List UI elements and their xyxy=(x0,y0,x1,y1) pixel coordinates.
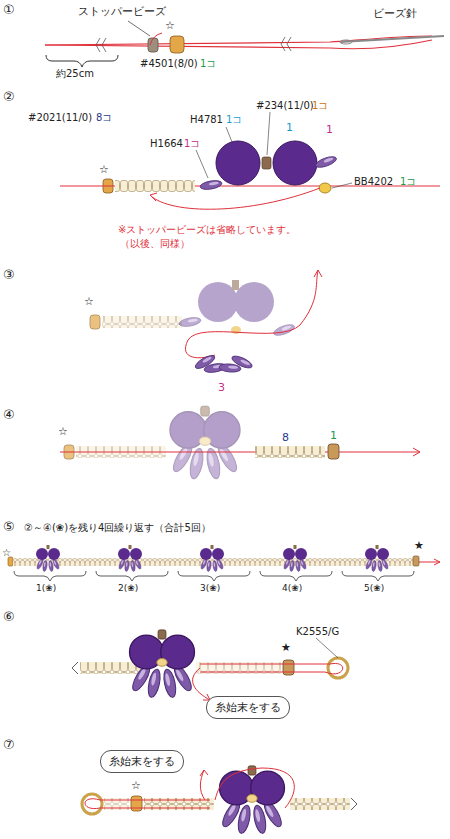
part-label: 1コ xyxy=(200,58,216,70)
part-label: 8 xyxy=(282,432,289,445)
part-label: ☆ xyxy=(131,780,141,793)
part-label: #2021(11/0) xyxy=(28,112,92,124)
part-label: ビーズ針 xyxy=(373,8,417,21)
part-label: 1 xyxy=(326,124,333,137)
part-label: 1コ xyxy=(184,138,200,150)
step-number: ② xyxy=(3,90,15,105)
part-label: #4501(8/0) xyxy=(140,58,198,70)
part-label: 1 xyxy=(286,122,293,135)
part-label: （以後、同様） xyxy=(120,238,190,250)
part-label: 1コ xyxy=(226,114,242,126)
part-label: 4(❀) xyxy=(282,583,302,593)
callout-bubble: 糸始末をする xyxy=(206,696,290,719)
callout-text: 糸始末をする xyxy=(109,754,175,769)
part-label: 1 xyxy=(330,430,337,443)
part-label: ※ストッパービーズは省略しています。 xyxy=(118,224,296,236)
part-label: 2(❀) xyxy=(118,583,138,593)
part-label: ☆ xyxy=(2,547,11,559)
part-label: ☆ xyxy=(58,426,68,439)
part-label: 1(❀) xyxy=(36,583,56,593)
part-label: ★ xyxy=(281,642,291,655)
part-label: 1コ xyxy=(400,176,416,188)
part-label: 1コ xyxy=(312,100,328,112)
part-label: H4781 xyxy=(190,114,223,126)
part-label: K2555/G xyxy=(296,626,339,638)
part-label: #234(11/0) xyxy=(256,100,314,112)
callout-text: 糸始末をする xyxy=(215,700,281,715)
part-label: 5(❀) xyxy=(364,583,384,593)
part-label: ②～④(❀)を残り4回繰り返す（合計5回） xyxy=(24,522,211,534)
part-label: 約25cm xyxy=(56,68,94,80)
part-label: 3 xyxy=(218,382,225,395)
part-label: ★ xyxy=(414,540,424,553)
step-number: ⑥ xyxy=(3,610,15,625)
step-number: ⑦ xyxy=(3,738,15,753)
part-label: 3(❀) xyxy=(200,583,220,593)
step-number: ⑤ xyxy=(3,520,15,535)
part-label: ストッパービーズ xyxy=(78,6,166,19)
part-label: H1664 xyxy=(150,138,183,150)
part-label: BB4202 xyxy=(354,176,393,188)
step-number: ④ xyxy=(3,408,15,423)
part-label: ☆ xyxy=(99,164,109,177)
part-label: 8コ xyxy=(96,112,112,124)
step-number: ① xyxy=(3,3,15,18)
part-label: ☆ xyxy=(165,20,175,33)
part-label: ☆ xyxy=(84,296,94,309)
step-number: ③ xyxy=(3,268,15,283)
callout-bubble: 糸始末をする xyxy=(100,750,184,773)
